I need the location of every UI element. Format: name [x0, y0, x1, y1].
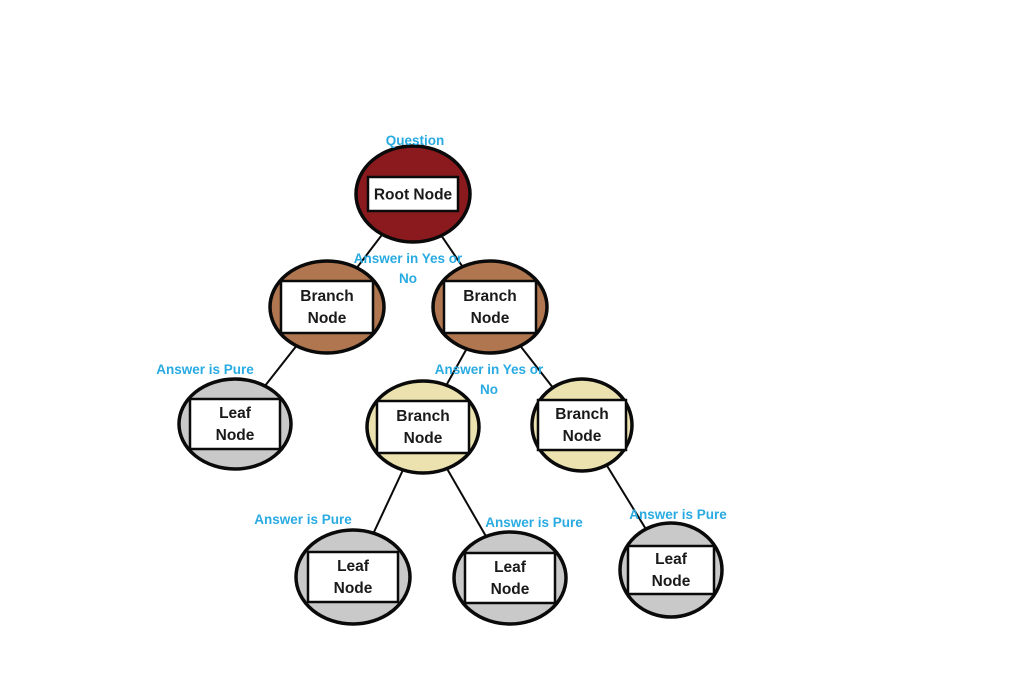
label-answer-pure-bottom-right-line: Answer is Pure [629, 507, 727, 522]
leaf-node-left-label-box [188, 397, 282, 451]
branch-node-far-right-label-line: Branch [555, 406, 608, 423]
label-answer-yes-no-mid: Answer in Yes or No [435, 362, 544, 397]
label-answer-pure-bottom-mid-line: Answer is Pure [485, 515, 583, 530]
leaf-node-bottom-mid-label-line: Leaf [494, 559, 527, 576]
label-answer-yes-no-top-line: Answer in Yes or [354, 251, 463, 266]
label-question-line: Question [386, 133, 445, 148]
branch-node-left-label-line: Branch [300, 288, 353, 305]
label-question: Question [386, 133, 445, 148]
branch-node-far-right-label-box [536, 398, 628, 452]
label-answer-pure-bottom-left-line: Answer is Pure [254, 512, 352, 527]
leaf-node-bottom-right-label-line: Leaf [655, 551, 688, 568]
leaf-node-left-label-line: Leaf [219, 405, 252, 422]
root-node-label-line: Root Node [374, 187, 453, 204]
branch-node-right-label-box [442, 279, 538, 335]
label-answer-yes-no-mid-line: Answer in Yes or [435, 362, 544, 377]
leaf-node-bottom-left-label-line: Node [334, 580, 373, 597]
root-node-label-box [366, 175, 460, 213]
root-node: Root Node [354, 144, 472, 244]
label-answer-pure-bottom-right: Answer is Pure [629, 507, 727, 522]
label-answer-yes-no-mid-line: No [480, 382, 498, 397]
branch-node-right-label-line: Branch [463, 288, 516, 305]
leaf-node-bottom-mid-label-line: Node [491, 581, 530, 598]
leaf-node-bottom-left-label-line: Leaf [337, 558, 370, 575]
leaf-node-left-label-line: Node [216, 427, 255, 444]
label-answer-pure-bottom-mid: Answer is Pure [485, 515, 583, 530]
label-answer-pure-bottom-left: Answer is Pure [254, 512, 352, 527]
branch-node-left-label-line: Node [308, 310, 347, 327]
branch-node-right-label-line: Node [471, 310, 510, 327]
label-answer-pure-left-line: Answer is Pure [156, 362, 254, 377]
branch-node-far-right-label-line: Node [563, 428, 602, 445]
leaf-node-bottom-left-label-box [306, 550, 400, 604]
branch-node-left-label-box [279, 279, 375, 335]
root-node-label: Root Node [374, 187, 453, 204]
label-answer-yes-no-top: Answer in Yes or No [354, 251, 463, 286]
branch-node-mid-label-line: Node [404, 430, 443, 447]
leaf-node-bottom-right-label-box [626, 544, 716, 596]
leaf-node-bottom-right-label-line: Node [652, 573, 691, 590]
branch-node-mid-label-box [375, 399, 471, 455]
label-answer-pure-left: Answer is Pure [156, 362, 254, 377]
leaf-node-bottom-mid-label-box [463, 551, 557, 605]
branch-node-mid-label-line: Branch [396, 408, 449, 425]
label-answer-yes-no-top-line: No [399, 271, 417, 286]
